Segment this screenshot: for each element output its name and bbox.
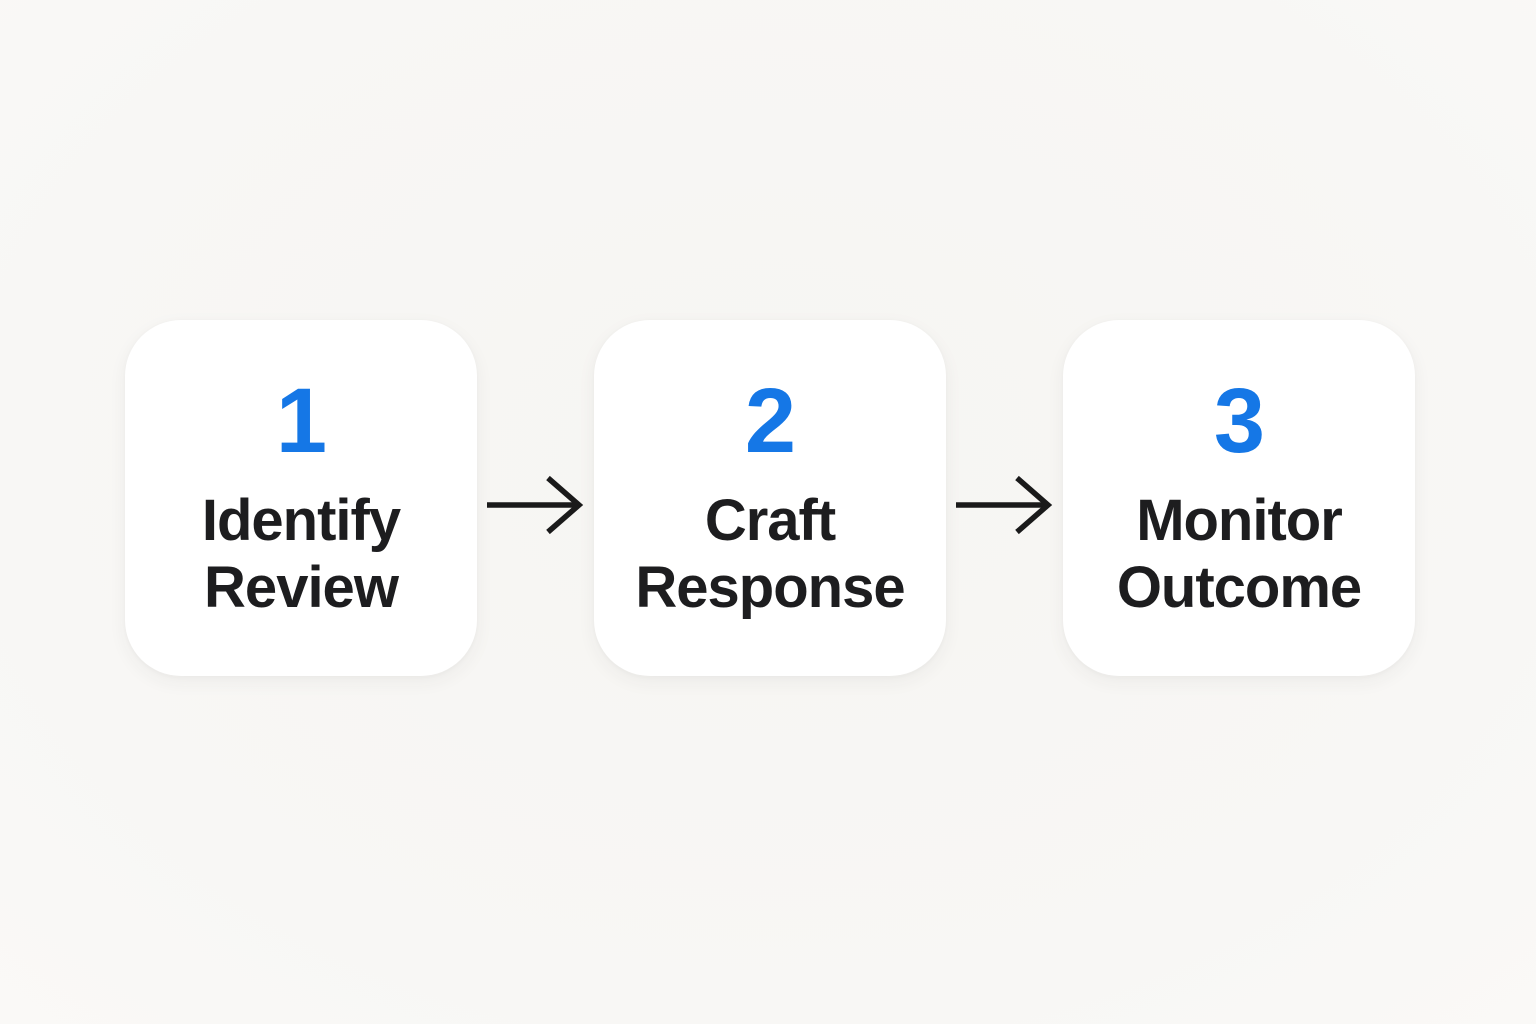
step-number: 1 (275, 370, 327, 472)
connector-2 (946, 473, 1063, 537)
step-card-monitor-outcome: 3 Monitor Outcome (1063, 320, 1415, 676)
step-number: 2 (744, 370, 796, 472)
step-number: 3 (1213, 370, 1265, 472)
process-flow-diagram: 1 Identify Review 2 Craft Response 3 Mon… (125, 320, 1415, 676)
arrow-right-icon (955, 475, 1052, 535)
step-label: Identify Review (201, 488, 401, 620)
arrow-right-icon (486, 475, 583, 535)
step-label: Monitor Outcome (1116, 488, 1362, 620)
step-card-craft-response: 2 Craft Response (594, 320, 946, 676)
step-card-identify-review: 1 Identify Review (125, 320, 477, 676)
step-label: Craft Response (635, 488, 905, 620)
connector-1 (477, 473, 594, 537)
